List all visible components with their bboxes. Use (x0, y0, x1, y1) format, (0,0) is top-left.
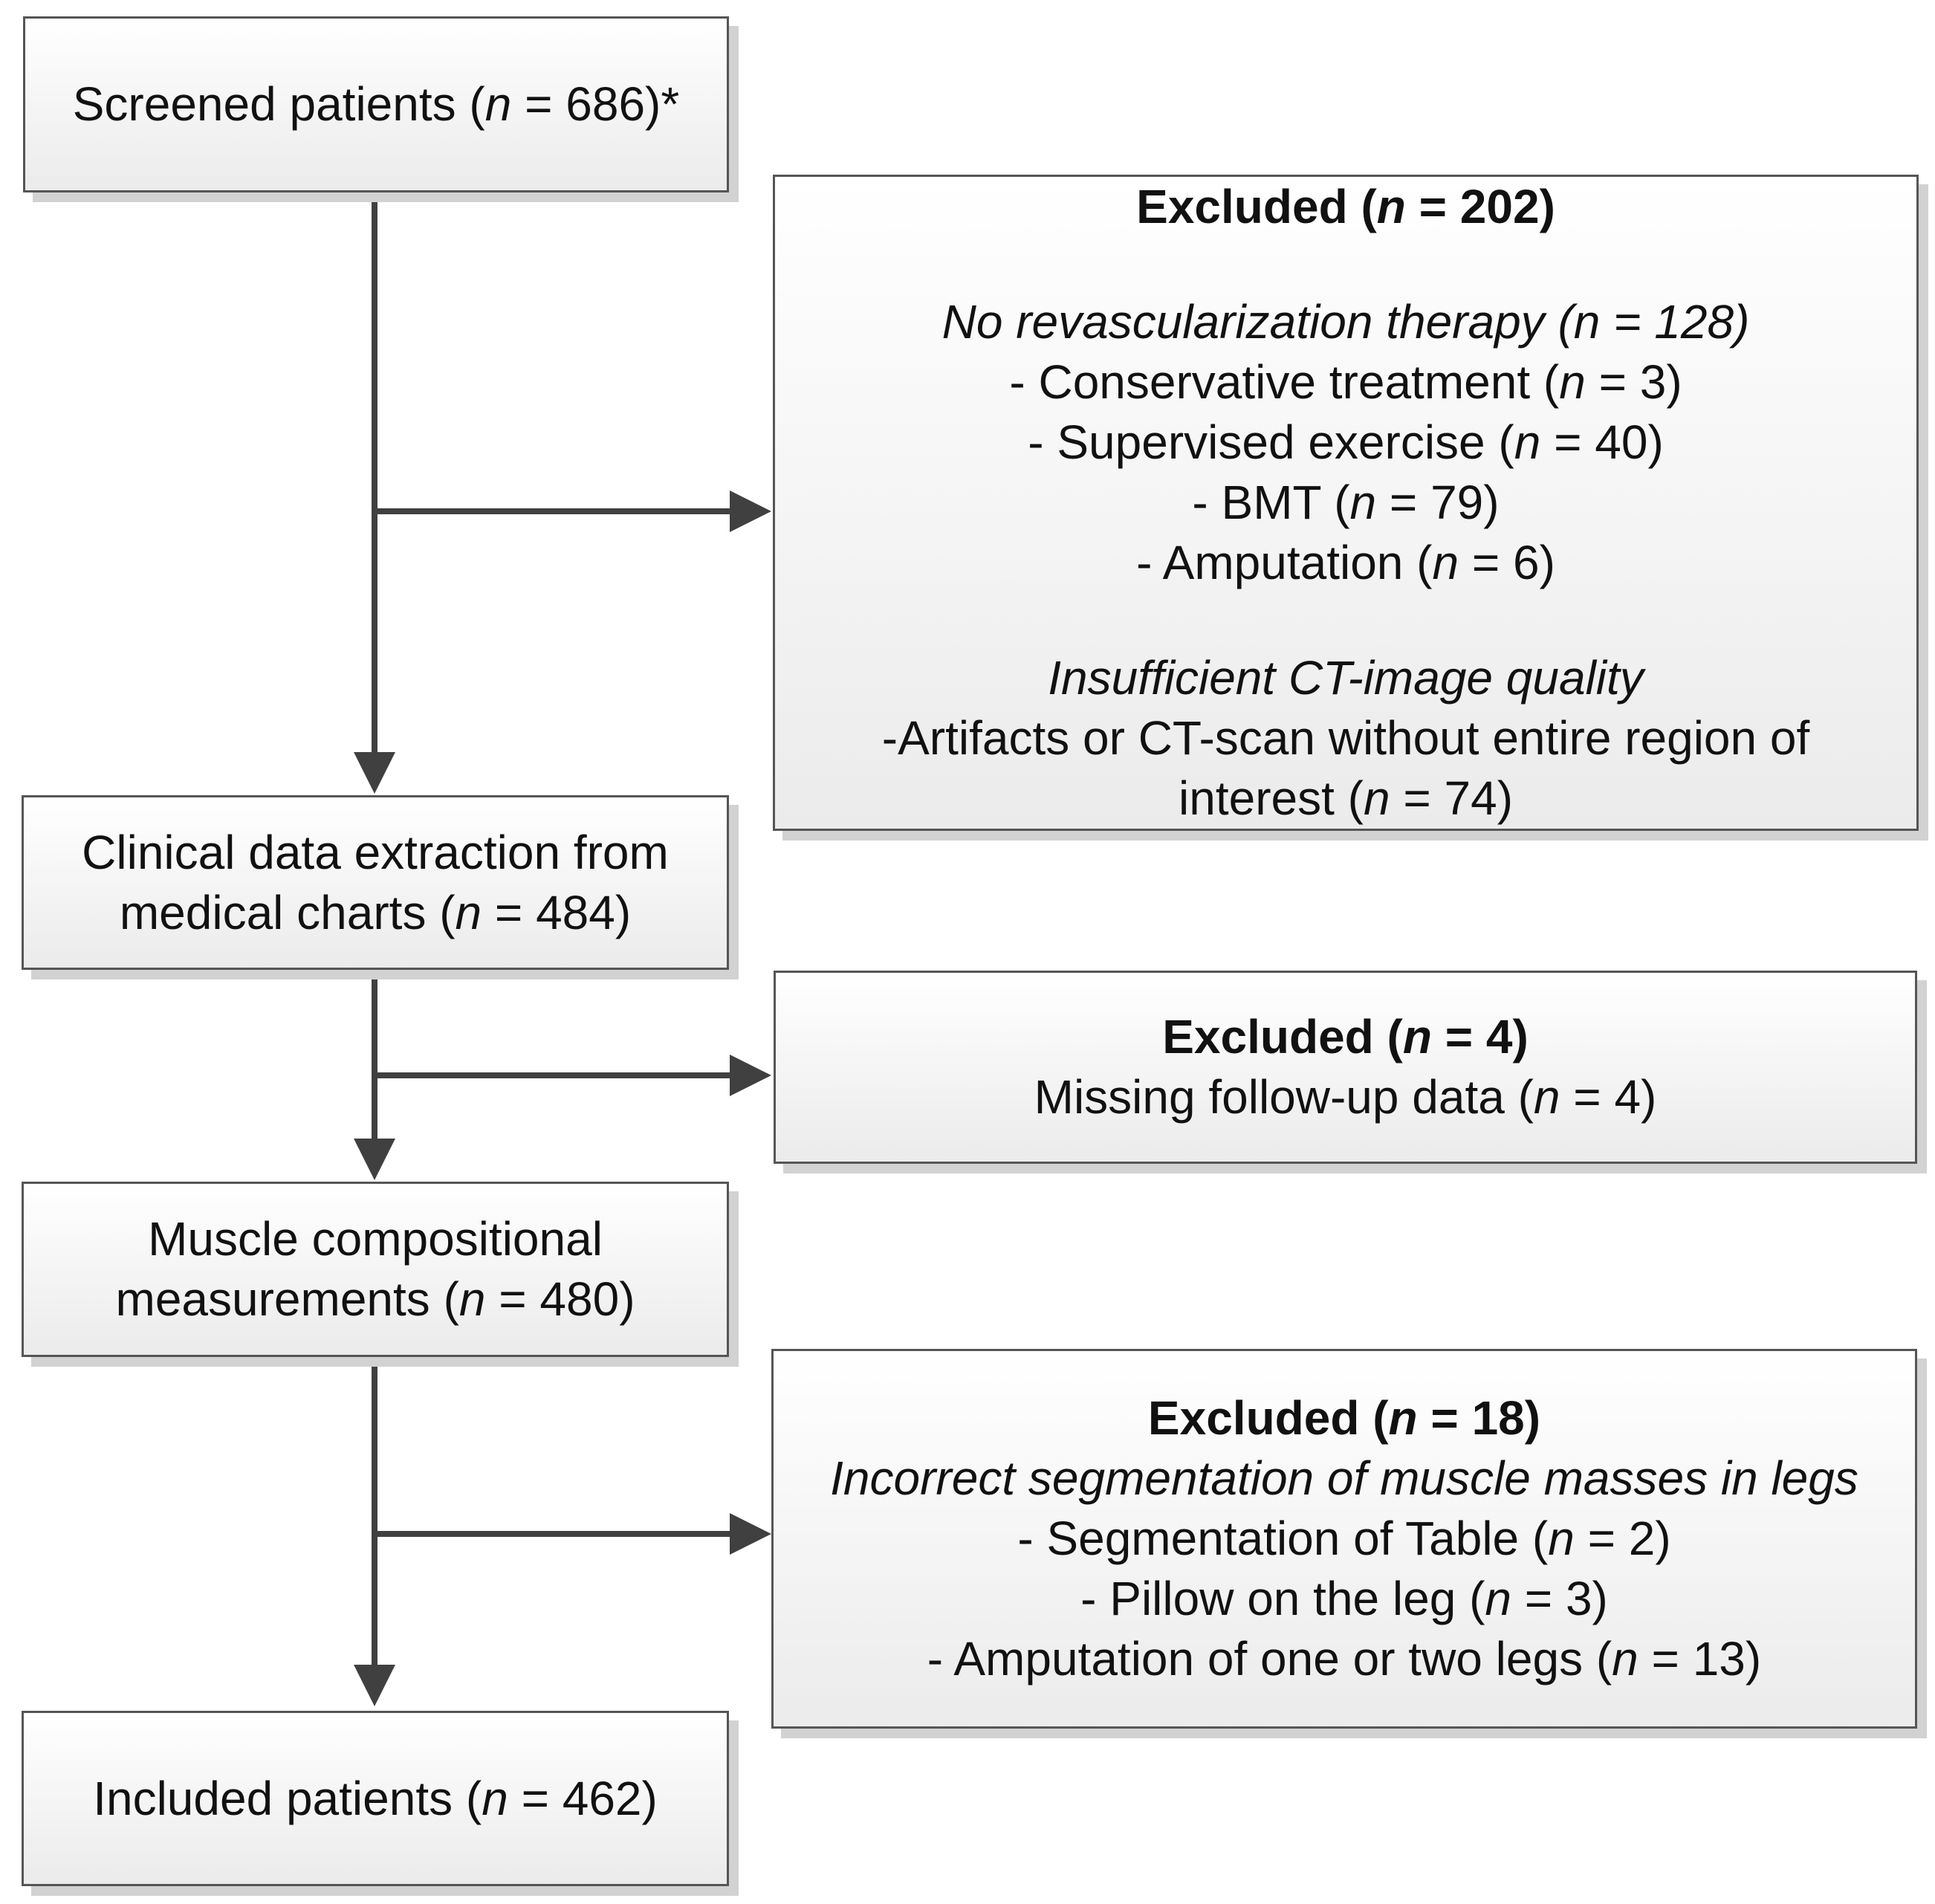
box-screened-patients: Screened patients (n = 686)* (23, 16, 729, 192)
arrowhead-down-clinical (354, 752, 395, 794)
muscle-line1: Muscle compositional (148, 1212, 603, 1266)
list-item: - Amputation (n = 6) (1136, 536, 1555, 589)
excluded-4-title: Excluded (n = 4) (1162, 1010, 1529, 1063)
segmentation-heading: Incorrect segmentation of muscle masses … (830, 1451, 1858, 1505)
included-patients-text: Included patients (n = 462) (93, 1771, 658, 1825)
box-excluded-202: Excluded (n = 202) No revascularization … (773, 175, 1919, 831)
excluded-202-title: Excluded (n = 202) (1136, 180, 1555, 233)
ct-quality-detail: -Artifacts or CT-scan without entire reg… (881, 711, 1810, 765)
box-muscle-measurements: Muscle compositional measurements (n = 4… (22, 1182, 729, 1357)
ct-quality-heading: Insufficient CT-image quality (1048, 651, 1644, 705)
box-included-patients: Included patients (n = 462) (22, 1711, 729, 1886)
list-item: - Conservative treatment (n = 3) (1009, 355, 1682, 409)
clinical-data-line1: Clinical data extraction from (82, 825, 669, 879)
box-excluded-18: Excluded (n = 18) Incorrect segmentation… (771, 1349, 1917, 1729)
list-item: - Supervised exercise (n = 40) (1028, 415, 1664, 469)
screened-patients-text: Screened patients (n = 686)* (72, 77, 680, 131)
box-excluded-4: Excluded (n = 4) Missing follow-up data … (774, 971, 1917, 1164)
list-item: - Amputation of one or two legs (n = 13) (927, 1632, 1762, 1686)
list-item: - Pillow on the leg (n = 3) (1080, 1572, 1608, 1625)
list-item: - BMT (n = 79) (1192, 476, 1500, 529)
arrowhead-right-excluded-18 (730, 1513, 771, 1555)
muscle-line2: measurements (n = 480) (115, 1272, 635, 1326)
arrowhead-right-excluded-202 (730, 490, 771, 532)
box-clinical-data: Clinical data extraction from medical ch… (22, 795, 729, 970)
arrowhead-down-muscle (354, 1139, 395, 1180)
excluded-4-reason: Missing follow-up data (n = 4) (1034, 1070, 1657, 1124)
arrowhead-right-excluded-4 (730, 1055, 771, 1096)
excluded-18-title: Excluded (n = 18) (1147, 1391, 1541, 1445)
list-item: - Segmentation of Table (n = 2) (1017, 1512, 1671, 1565)
ct-quality-count: interest (n = 74) (1179, 771, 1513, 825)
no-revascularization-heading: No revascularization therapy (n = 128) (941, 295, 1750, 349)
clinical-data-line2: medical charts (n = 484) (119, 885, 632, 939)
arrowhead-down-included (354, 1665, 395, 1706)
